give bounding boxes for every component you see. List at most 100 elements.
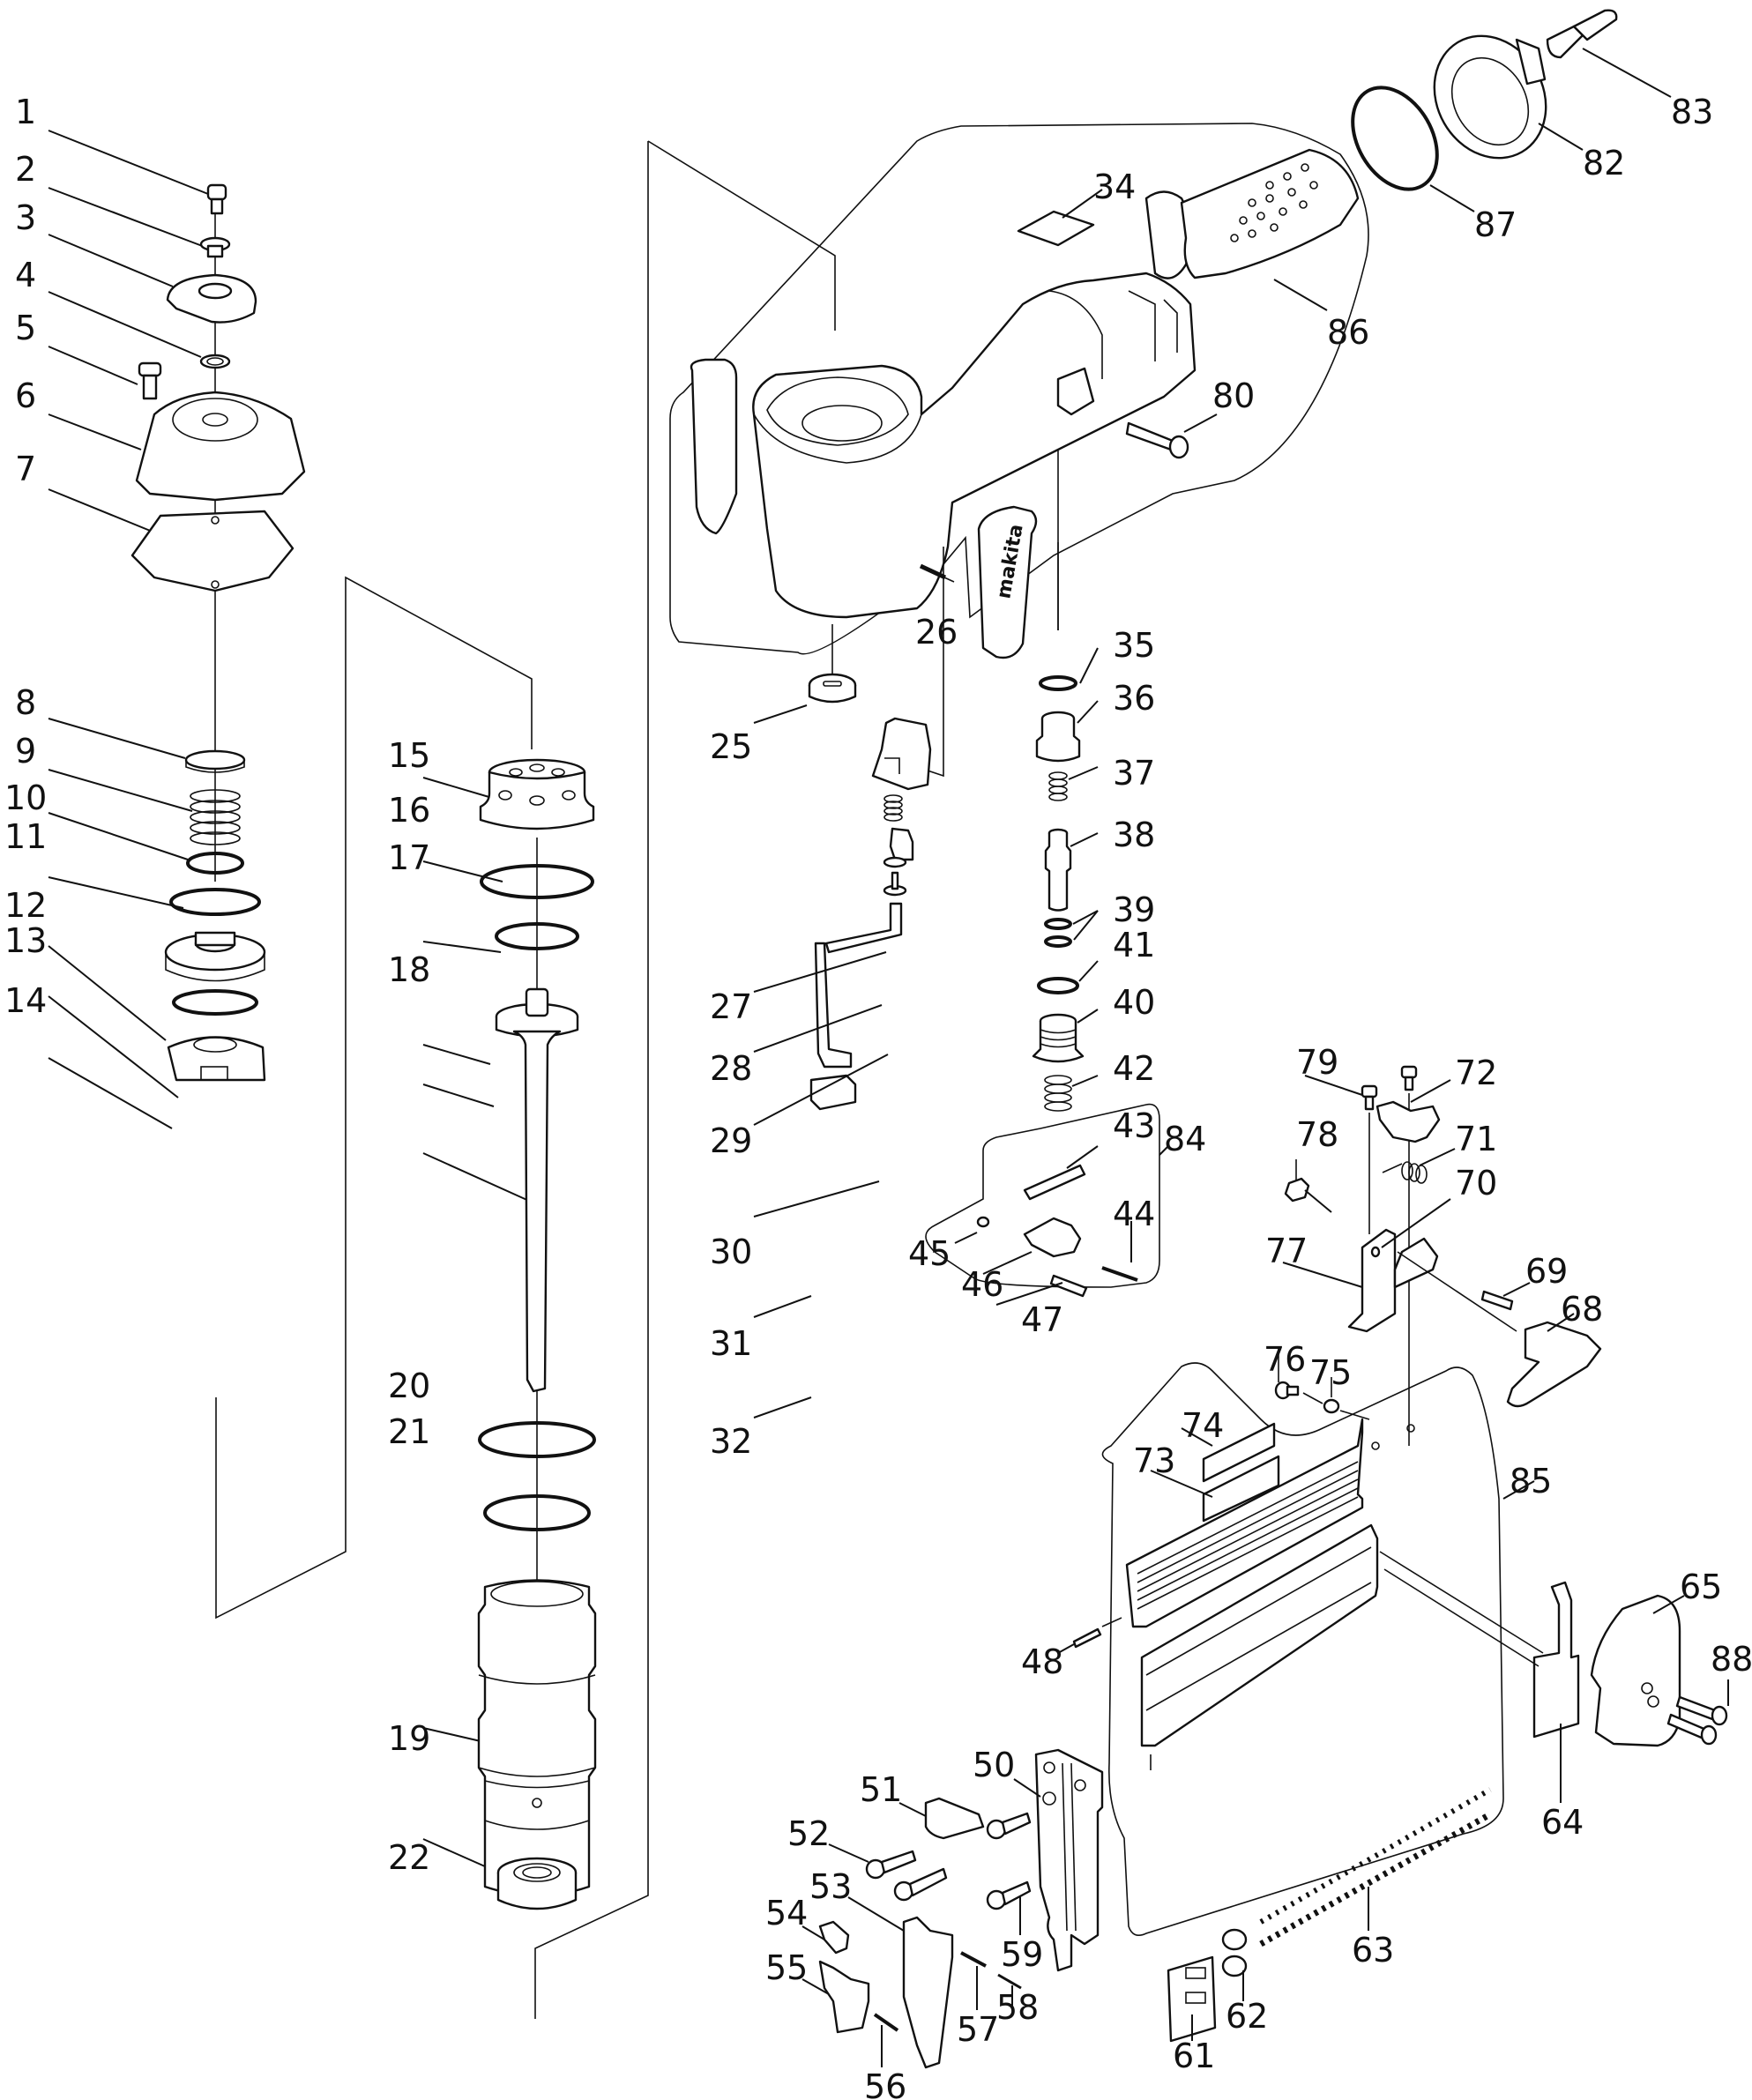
label-11: 11 xyxy=(4,817,47,856)
label-4: 4 xyxy=(15,256,36,294)
bolt-5 xyxy=(138,361,162,400)
label-72: 72 xyxy=(1455,1054,1497,1092)
label-86: 86 xyxy=(1327,313,1369,352)
label-32: 32 xyxy=(710,1422,752,1461)
bumper-22 xyxy=(496,1857,578,1910)
label-34: 34 xyxy=(1093,168,1136,206)
pin-69 xyxy=(1480,1290,1514,1311)
label-51: 51 xyxy=(860,1770,902,1809)
magazine-rail-lower xyxy=(1140,1523,1379,1747)
label-7: 7 xyxy=(15,450,36,488)
pin-47 xyxy=(1049,1274,1088,1298)
label-3: 3 xyxy=(15,198,36,237)
magazine-assembly-outline xyxy=(1101,1362,1504,1936)
label-42: 42 xyxy=(1113,1049,1155,1088)
door-53 xyxy=(902,1916,954,2069)
cylinder-19 xyxy=(477,1579,597,1897)
bolt-59 xyxy=(986,1880,1032,1910)
pin-48 xyxy=(1072,1627,1102,1649)
part-labels: 1 2 3 4 5 6 7 8 9 10 11 12 13 14 15 16 1… xyxy=(4,93,1752,2100)
label-2: 2 xyxy=(15,150,36,189)
label-78: 78 xyxy=(1296,1115,1338,1154)
label-16: 16 xyxy=(388,791,430,830)
label-79: 79 xyxy=(1296,1043,1338,1082)
o-ring-20 xyxy=(478,1421,596,1458)
label-30: 30 xyxy=(710,1232,752,1271)
o-ring-35 xyxy=(1039,675,1077,691)
label-27: 27 xyxy=(710,987,752,1026)
label-55: 55 xyxy=(765,1948,808,1987)
label-29: 29 xyxy=(710,1121,752,1160)
label-74 xyxy=(1202,1422,1276,1483)
bolt-50a xyxy=(986,1812,1032,1840)
plate-29 xyxy=(883,827,914,868)
trigger-parts xyxy=(753,450,1169,1419)
ring-70 xyxy=(1370,1246,1381,1258)
trigger-46 xyxy=(1023,1217,1082,1258)
washer-4 xyxy=(199,354,231,369)
label-15: 15 xyxy=(388,736,430,775)
guide-27 xyxy=(871,717,932,791)
screw-1 xyxy=(206,183,227,215)
label-34 xyxy=(1017,210,1095,247)
cylinder-cap-15 xyxy=(479,758,595,830)
torsion-spring-71 xyxy=(1382,1161,1428,1184)
label-69: 69 xyxy=(1525,1252,1568,1291)
label-13: 13 xyxy=(4,921,47,960)
label-43: 43 xyxy=(1113,1106,1155,1145)
label-21: 21 xyxy=(388,1412,430,1451)
label-76: 76 xyxy=(1264,1340,1306,1379)
label-41: 41 xyxy=(1113,926,1155,964)
pin-56 xyxy=(873,2013,899,2032)
lever-43 xyxy=(1023,1164,1086,1201)
adjuster-30 xyxy=(824,871,907,954)
gasket-7 xyxy=(130,510,294,592)
label-8: 8 xyxy=(15,683,36,722)
latch-72 xyxy=(1376,1100,1441,1143)
label-63: 63 xyxy=(1352,1931,1394,1970)
label-28: 28 xyxy=(710,1049,752,1088)
bolt-52b xyxy=(893,1867,948,1902)
exhaust-cover-3 xyxy=(166,273,257,324)
grip-pad-left xyxy=(690,358,738,535)
label-9: 9 xyxy=(15,732,36,771)
plate-64 xyxy=(1532,1581,1580,1739)
bracket-77 xyxy=(1347,1228,1439,1333)
label-37: 37 xyxy=(1113,754,1155,793)
label-82: 82 xyxy=(1583,144,1625,182)
label-64: 64 xyxy=(1541,1803,1584,1842)
label-22: 22 xyxy=(388,1838,430,1877)
plate-51 xyxy=(924,1797,985,1840)
bolt-upper xyxy=(1400,1065,1418,1091)
label-39: 39 xyxy=(1113,890,1155,929)
spring-9 xyxy=(190,789,241,845)
top-cap-6 xyxy=(135,391,306,502)
ring-45 xyxy=(976,1216,990,1228)
label-12: 12 xyxy=(4,886,47,925)
label-40: 40 xyxy=(1113,983,1155,1022)
bracket-cylinder-group xyxy=(534,141,649,2019)
label-18: 18 xyxy=(388,950,430,989)
valve-cap-36 xyxy=(1035,711,1081,763)
washer-75 xyxy=(1323,1398,1340,1414)
spring-28 xyxy=(883,794,903,822)
label-77: 77 xyxy=(1265,1232,1308,1270)
grip-holes xyxy=(1230,163,1318,242)
disc-8 xyxy=(184,749,246,773)
bolt-88b xyxy=(1666,1713,1718,1746)
end-cap-82 xyxy=(1433,34,1547,160)
pin-57 xyxy=(960,1951,987,1968)
latch-lever-55 xyxy=(818,1960,870,2034)
safety-arm-31 xyxy=(814,942,853,1069)
air-plug-83 xyxy=(1546,9,1618,59)
label-75: 75 xyxy=(1309,1353,1352,1392)
label-85: 85 xyxy=(1510,1462,1552,1501)
end-cap-65 xyxy=(1590,1594,1681,1747)
hex-nut-78 xyxy=(1284,1177,1310,1203)
label-46: 46 xyxy=(961,1265,1003,1304)
label-56: 56 xyxy=(864,2067,906,2100)
bolt-79 xyxy=(1361,1084,1378,1111)
label-62: 62 xyxy=(1226,1997,1268,2036)
label-50: 50 xyxy=(973,1746,1015,1784)
